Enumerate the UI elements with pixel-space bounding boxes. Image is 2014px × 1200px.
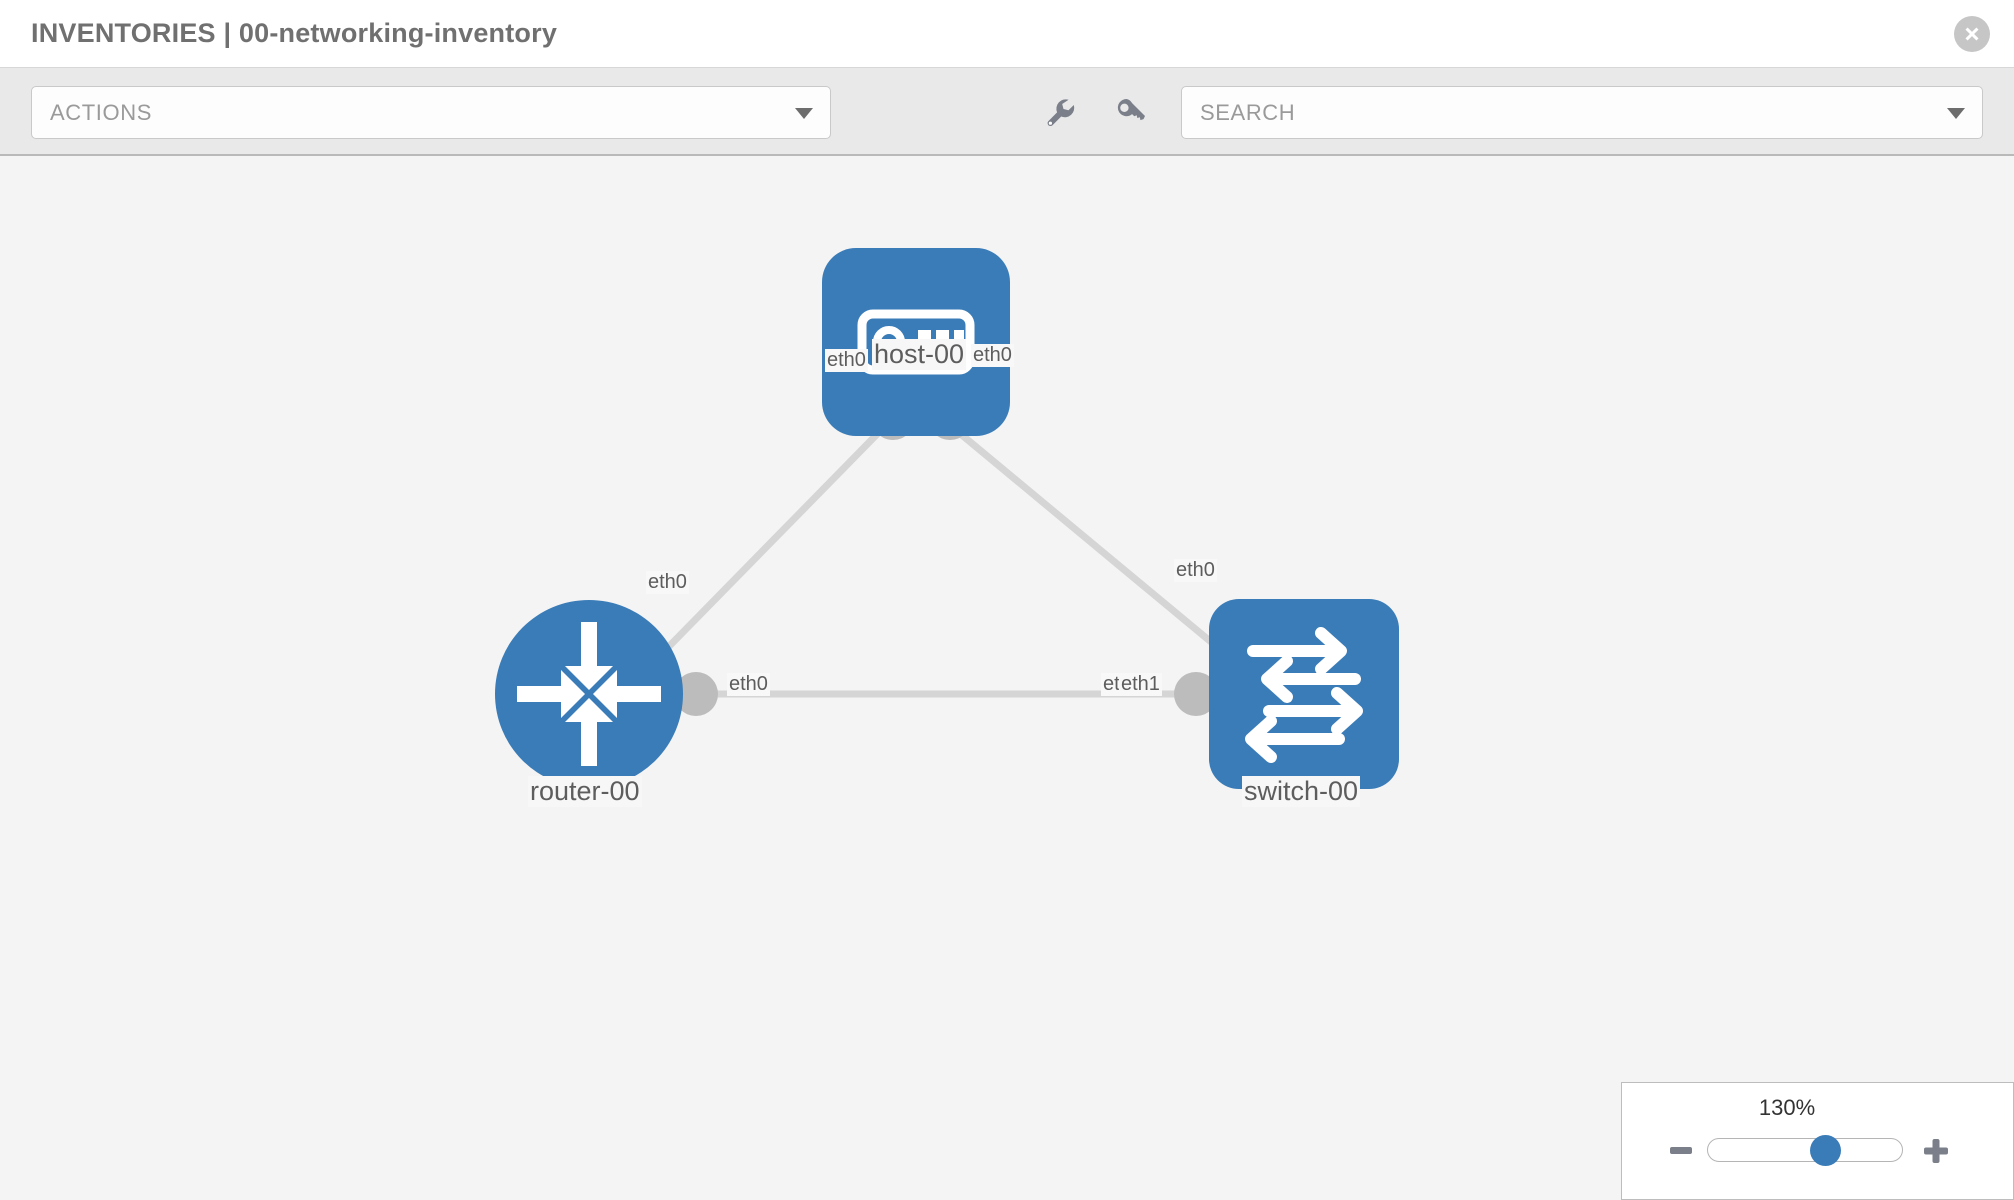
topology-graph: [495, 248, 1399, 789]
search-input[interactable]: SEARCH: [1181, 86, 1983, 139]
zoom-in-button[interactable]: [1922, 1137, 1950, 1170]
iface-label: eth0: [1174, 559, 1217, 582]
actions-dropdown-label: ACTIONS: [50, 100, 152, 125]
key-icon: [1117, 98, 1145, 121]
iface-label: eth1: [1119, 673, 1162, 696]
switch-arrows-icon: [1245, 627, 1363, 763]
zoom-out-button[interactable]: [1668, 1137, 1694, 1168]
zoom-slider[interactable]: [1707, 1135, 1903, 1166]
toolbar: ACTIONS SEARCH: [0, 68, 2014, 156]
close-button[interactable]: [1954, 16, 1990, 52]
chevron-down-icon: [795, 108, 813, 119]
wrench-icon: [1047, 99, 1075, 127]
node-label-router-00: router-00: [528, 776, 642, 807]
page-title: INVENTORIES | 00-networking-inventory: [31, 18, 558, 48]
node-label-host-00: host-00: [872, 339, 967, 370]
wrench-button[interactable]: [1040, 92, 1080, 132]
topology-canvas[interactable]: eth0 eth0 eth0 eth0 eth0 eth0 eth1 host-…: [0, 156, 2014, 1200]
zoom-level-value: 130%: [1758, 1095, 1816, 1120]
iface-label: eth0: [825, 349, 868, 372]
actions-dropdown[interactable]: ACTIONS: [31, 86, 831, 139]
page-header: INVENTORIES | 00-networking-inventory: [0, 0, 2014, 68]
node-switch-00[interactable]: [1209, 599, 1399, 789]
minus-icon: [1670, 1147, 1692, 1154]
node-label-switch-00: switch-00: [1242, 776, 1361, 807]
edge-host00-router00[interactable]: [637, 418, 893, 679]
topology-edges: [637, 418, 1243, 698]
close-icon: [1965, 27, 1979, 41]
connector-dot: [1174, 672, 1218, 716]
zoom-control-panel: 130%: [1621, 1082, 2014, 1200]
node-router-00[interactable]: [495, 600, 683, 788]
zoom-slider-thumb[interactable]: [1810, 1135, 1842, 1166]
iface-label: eth0: [727, 673, 770, 696]
key-button[interactable]: [1110, 92, 1150, 132]
router-arrows-icon: [517, 622, 661, 766]
edge-host00-switch00[interactable]: [942, 418, 1243, 669]
iface-label: eth0: [971, 344, 1014, 367]
chevron-down-icon: [1947, 108, 1965, 119]
search-placeholder: SEARCH: [1200, 100, 1296, 125]
plus-icon: [1924, 1139, 1948, 1163]
iface-label: eth0: [646, 571, 689, 594]
connector-dot: [674, 672, 718, 716]
